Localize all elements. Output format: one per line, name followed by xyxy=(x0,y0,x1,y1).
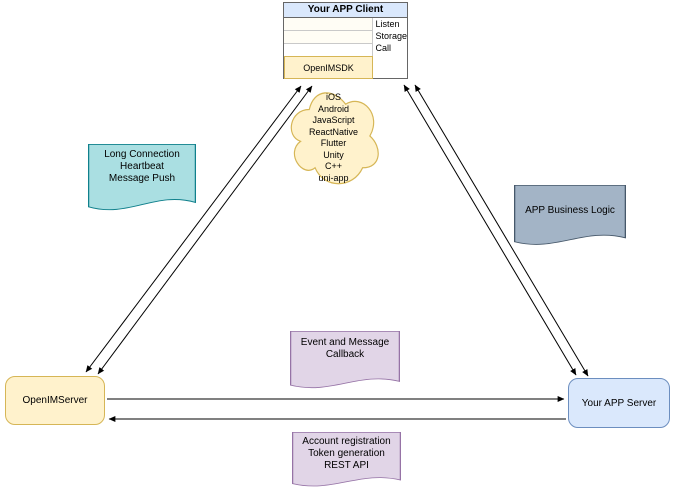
client-interface-storage: Storage xyxy=(375,31,407,41)
cloud-shape xyxy=(290,92,379,185)
client-interface-listen: Listen xyxy=(375,19,400,29)
note-long-connection-text: Long Connection Heartbeat Message Push xyxy=(104,149,180,184)
note-shape xyxy=(290,331,400,389)
client-title: Your APP Client xyxy=(284,3,407,18)
your-app-client-box: Your APP Client OpenIMSDK Listen Storage… xyxy=(283,2,408,79)
sdk-platforms-cloud: iOS Android JavaScript ReactNative Flutt… xyxy=(285,83,382,189)
platform-android: Android xyxy=(317,103,350,114)
note-shape xyxy=(292,432,401,487)
your-app-server-box: Your APP Server xyxy=(568,378,670,428)
client-interfaces-column: Listen Storage Call xyxy=(372,18,407,79)
platform-uniapp: uni-app xyxy=(318,172,349,183)
note-app-business-logic: APP Business Logic xyxy=(514,185,626,251)
note-rest-api-text: Account registration Token generation RE… xyxy=(302,436,391,471)
connector-client-appserver-2 xyxy=(414,84,589,377)
platform-reactnative: ReactNative xyxy=(308,126,359,137)
client-left-column: OpenIMSDK xyxy=(284,18,373,79)
client-interface-call: Call xyxy=(375,43,391,53)
client-cell xyxy=(284,18,373,31)
client-cell xyxy=(284,31,373,44)
cloud-platform-list: iOS Android JavaScript ReactNative Flutt… xyxy=(285,83,382,184)
note-shape xyxy=(514,185,626,245)
openim-server-box: OpenIMServer xyxy=(5,376,105,425)
platform-cpp: C++ xyxy=(324,161,342,171)
note-long-connection: Long Connection Heartbeat Message Push xyxy=(88,144,196,217)
connector-openimserver-sdk-1 xyxy=(85,85,302,373)
openimsdk-box: OpenIMSDK xyxy=(284,56,373,79)
connector-openimserver-sdk-2 xyxy=(97,85,313,375)
platform-unity: Unity xyxy=(323,149,344,160)
note-shape xyxy=(88,144,196,211)
note-app-business-logic-text: APP Business Logic xyxy=(525,205,615,216)
client-body: OpenIMSDK Listen Storage Call xyxy=(284,18,407,79)
note-rest-api: Account registration Token generation RE… xyxy=(292,432,401,492)
note-event-callback: Event and Message Callback xyxy=(290,331,400,394)
platform-javascript: JavaScript xyxy=(312,115,355,125)
note-event-callback-text: Event and Message Callback xyxy=(300,337,390,360)
platform-ios: iOS xyxy=(325,92,341,102)
platform-flutter: Flutter xyxy=(320,138,347,148)
